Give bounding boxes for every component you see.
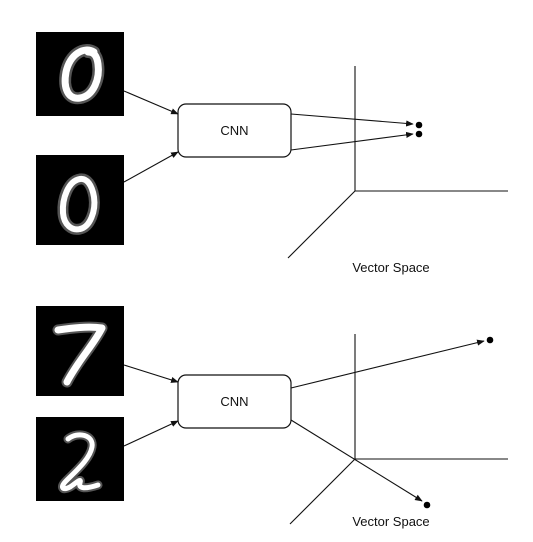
panel-different-class: CNN Vector Space <box>36 306 508 529</box>
vector-space-axes <box>289 334 508 525</box>
cnn-block: CNN <box>177 103 292 158</box>
edge-cnn-to-embedding-b <box>290 131 414 151</box>
embedding-point <box>486 336 494 344</box>
vector-space-label: Vector Space <box>352 260 429 275</box>
edge-image-two-to-cnn <box>123 420 179 447</box>
panel-same-class: CNN Vector Space <box>36 32 508 275</box>
digit-image-two <box>36 417 124 501</box>
edge-cnn-to-embedding-two <box>290 419 423 502</box>
vector-space-label: Vector Space <box>352 514 429 529</box>
digit-image-zero-a <box>36 32 124 116</box>
edge-cnn-to-embedding-seven <box>290 339 485 389</box>
edge-cnn-to-embedding-a <box>290 113 414 127</box>
digit-image-zero-b <box>36 155 124 245</box>
edge-image-seven-to-cnn <box>123 364 179 383</box>
digit-image-seven <box>36 306 124 396</box>
embedding-point <box>423 501 431 509</box>
embedding-point <box>415 130 423 138</box>
cnn-label: CNN <box>220 123 248 138</box>
edge-image-a-to-cnn <box>123 90 179 115</box>
cnn-label: CNN <box>220 394 248 409</box>
embedding-point <box>415 121 423 129</box>
vector-space-axes <box>287 66 508 259</box>
edge-image-b-to-cnn <box>123 151 179 183</box>
cnn-block: CNN <box>177 374 292 429</box>
